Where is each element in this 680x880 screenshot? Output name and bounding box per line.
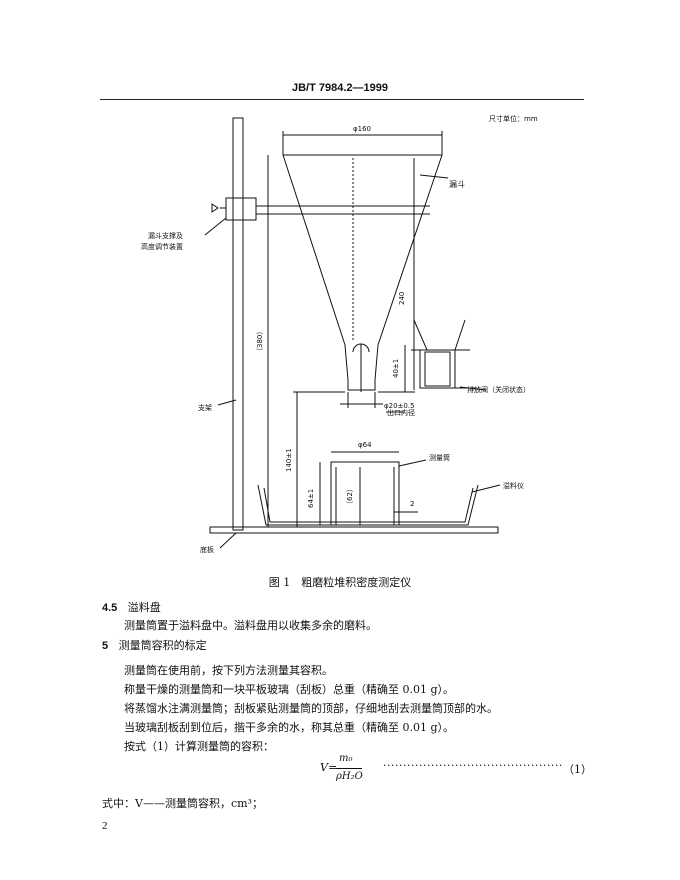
funnel-wall-right [377,154,443,346]
label-support-1: 漏斗支撑及 [148,231,183,240]
clamp-block [225,197,257,221]
dim-64: 64±1 [307,489,315,508]
leader-dots: ········································… [383,759,563,772]
page-number: 2 [102,820,108,832]
dim-140: 140±1 [285,448,293,472]
document-header: JB/T 7984.2—1999 [291,82,388,94]
section-number: 4.5 [102,602,118,614]
label-funnel: 漏斗 [449,179,465,189]
base-plate [209,526,499,534]
unit-note: 尺寸单位：mm [489,114,538,123]
body-line: 称量干燥的测量筒和一块平板玻璃（刮板）总重（精确至 0.01 g）。 [124,683,455,696]
section-5-heading: 5 测量筒容积的标定 [102,637,207,653]
dim-40: 40±1 [392,359,400,378]
body-line: 将蒸馏水注满测量筒；刮板紧贴测量筒的顶部，仔细地刮去测量筒顶部的水。 [124,702,498,715]
section-title: 溢料盘 [127,601,161,614]
equation-number: （1） [563,763,592,776]
header-rule [100,99,584,100]
body-line: 当玻璃刮板刮到位后，揩干多余的水，称其总重（精确至 0.01 g）。 [124,721,455,734]
label-tray: 溢料仪 [503,481,524,490]
dim-phi64: φ64 [358,441,372,449]
label-valve: 排放阀（关闭状态） [467,385,530,394]
overflow-tray [257,484,479,526]
dim-240: 240 [398,292,406,305]
figure-caption: 图 1 粗磨粒堆积密度测定仪 [268,576,412,589]
label-cylinder: 测量筒 [429,453,450,462]
formula-numerator: m₀ [339,753,353,764]
label-support-2: 高度调节装置 [141,242,183,251]
body-line: 按式（1）计算测量筒的容积： [124,740,274,753]
section-number: 5 [102,640,109,652]
section-title: 测量筒容积的标定 [118,639,207,652]
label-outlet: 出口内径 [387,408,415,417]
dim-phi20: φ20±0.5 [384,402,415,410]
fraction-bar [336,768,362,769]
apparatus-figure: 尺寸单位：mm φ160 漏斗 漏斗支撑及 高度调节装置 240 （380） 4… [141,114,538,554]
dim-2: 2 [410,500,414,508]
stand-pole [232,117,244,531]
funnel-wall-left [282,154,346,346]
formula-denominator: ρH₂O [336,771,363,782]
body-line: 测量筒在使用前，按下列方法测量其容积。 [124,664,333,677]
label-stand: 支架 [198,403,212,412]
measuring-cylinder [330,461,400,526]
where-clause: 式中：V——测量筒容积，cm³； [102,797,263,810]
wing-nut-icon [211,203,226,213]
dim-380: （380） [256,328,264,355]
label-base: 底板 [200,545,214,554]
section-4-5-heading: 4.5 溢料盘 [102,599,161,615]
dim-phi160: φ160 [353,125,371,133]
formula-lhs: V= [320,761,338,774]
dim-62: （62） [346,485,354,508]
section-4-5-text: 测量筒置于溢料盘中。溢料盘用以收集多余的磨料。 [124,619,377,632]
